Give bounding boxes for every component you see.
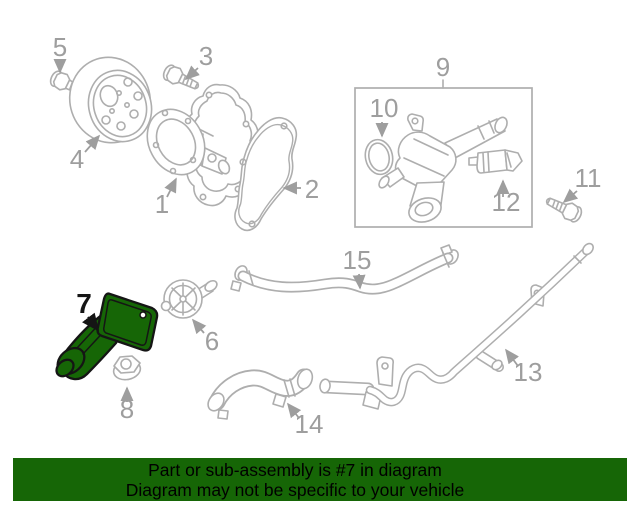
- part-label-15[interactable]: 15: [343, 245, 372, 275]
- water-outlet-highlight[interactable]: [52, 292, 159, 381]
- part-label-1[interactable]: 1: [155, 189, 169, 219]
- part-label-14[interactable]: 14: [295, 409, 324, 439]
- gasket-art: [234, 116, 298, 232]
- arrow-to-part-3: [184, 65, 200, 81]
- arrow-to-part-14: [286, 402, 302, 419]
- banner-text: Part or sub-assembly is #7 in diagram Di…: [126, 460, 464, 500]
- bolt-3-art: [160, 62, 203, 96]
- part-label-12[interactable]: 12: [492, 187, 521, 217]
- part-label-7[interactable]: 7: [76, 288, 92, 319]
- part-label-5[interactable]: 5: [53, 32, 67, 62]
- water-pump-art: [146, 83, 261, 207]
- highlight-banner: Part or sub-assembly is #7 in diagram Di…: [13, 458, 627, 501]
- arrow-to-part-15: [352, 273, 366, 290]
- arrow-to-part-4: [84, 134, 101, 153]
- hose-14-art: [207, 368, 314, 420]
- arrow-to-part-11: [562, 188, 579, 204]
- part-label-8[interactable]: 8: [120, 394, 134, 424]
- kit-box-art: [354, 79, 533, 228]
- banner-line-1: Part or sub-assembly is #7 in diagram: [148, 459, 442, 480]
- part-label-13[interactable]: 13: [514, 357, 543, 387]
- banner-line-2: Diagram may not be specific to your vehi…: [125, 479, 465, 500]
- nut-art: [112, 355, 142, 381]
- part-label-9[interactable]: 9: [436, 52, 450, 82]
- sensor-art: [468, 149, 523, 174]
- parts-diagram: 1 2 3 4 5 6 7 8 9 10 11 12 13 14 15: [47, 32, 602, 439]
- o-ring-art: [364, 138, 394, 176]
- part-label-11[interactable]: 11: [575, 163, 602, 193]
- part-label-2[interactable]: 2: [305, 174, 319, 204]
- arrow-to-part-7: [82, 312, 100, 332]
- part-label-3[interactable]: 3: [199, 41, 213, 71]
- arrow-to-part-6: [191, 318, 207, 335]
- arrow-to-part-13: [505, 348, 519, 367]
- pipe-13-art: [319, 242, 594, 410]
- part-label-10[interactable]: 10: [370, 93, 399, 123]
- thermostat-art: [160, 279, 218, 319]
- bolt-11-art: [542, 191, 585, 225]
- part-label-4[interactable]: 4: [70, 144, 84, 174]
- housing-art: [378, 113, 508, 223]
- arrow-to-part-1: [164, 177, 177, 198]
- part-label-6[interactable]: 6: [205, 326, 219, 356]
- pulley-art: [68, 56, 153, 144]
